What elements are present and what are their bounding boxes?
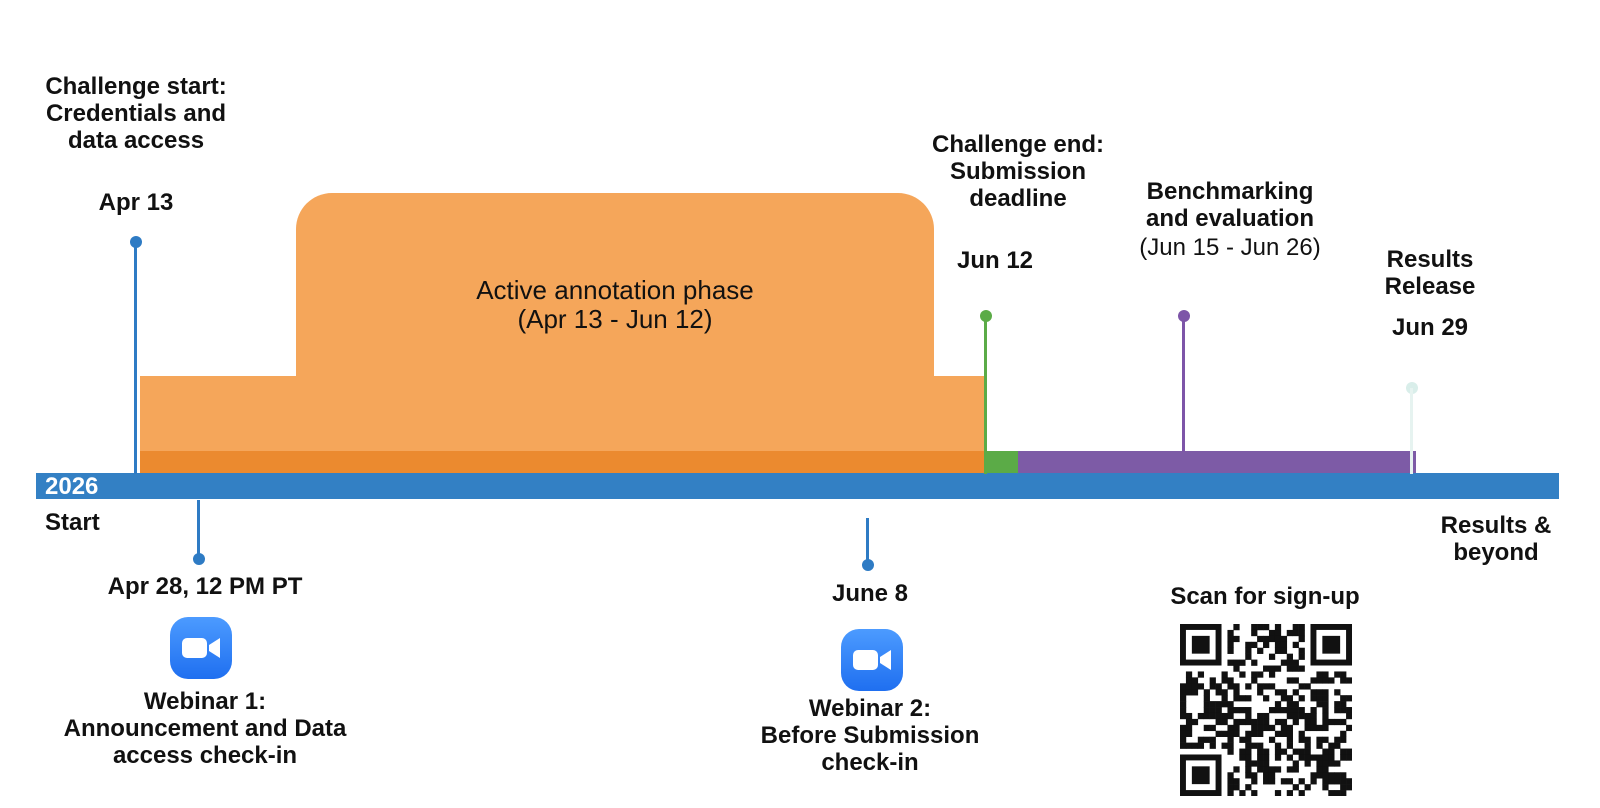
- benchmarking-title: Benchmarking and evaluation: [1145, 178, 1315, 232]
- evaluation-phase-bar: [1018, 451, 1416, 473]
- webinar1-marker: [193, 553, 205, 565]
- benchmarking-stem: [1182, 316, 1185, 452]
- annotation-phase-block: [296, 193, 934, 383]
- timeline-axis: [36, 473, 1559, 499]
- webinar2-title: Webinar 2: Before Submission check-in: [760, 695, 980, 776]
- end-label: Results &beyond: [1440, 512, 1552, 566]
- annotation-phase-label: Active annotation phase (Apr 13 - Jun 12…: [476, 275, 754, 334]
- challenge-start-stem: [134, 242, 137, 474]
- challenge-end-date: Jun 12: [956, 247, 1034, 274]
- webinar1-stem: [197, 500, 200, 556]
- results-release-stem: [1410, 388, 1413, 474]
- video-camera-icon: [841, 629, 903, 691]
- challenge-end-stem: [984, 316, 987, 474]
- webinar1-date: Apr 28, 12 PM PT: [107, 573, 303, 600]
- submission-phase-bar: [987, 451, 1018, 473]
- video-camera-icon: [170, 617, 232, 679]
- benchmarking-dates: (Jun 15 - Jun 26): [1139, 234, 1321, 261]
- challenge-end-title: Challenge end: Submission deadline: [931, 131, 1105, 212]
- webinar1-title: Webinar 1: Announcement and Data access …: [63, 688, 347, 769]
- webinar2-marker: [862, 559, 874, 571]
- qr-code-icon[interactable]: [1180, 624, 1353, 797]
- webinar2-date: June 8: [831, 580, 909, 607]
- annotation-phase-base: [140, 376, 987, 451]
- results-release-date: Jun 29: [1391, 314, 1469, 341]
- challenge-start-date: Apr 13: [98, 189, 174, 216]
- webinar2-stem: [866, 518, 869, 562]
- year-label: 2026: [45, 473, 99, 500]
- challenge-start-title: Challenge start: Credentials and data ac…: [45, 73, 227, 154]
- annotation-phase-bar: [140, 451, 987, 473]
- start-label: Start: [45, 509, 100, 536]
- signup-caption: Scan for sign-up: [1170, 583, 1360, 610]
- results-release-title: Results Release: [1384, 246, 1476, 300]
